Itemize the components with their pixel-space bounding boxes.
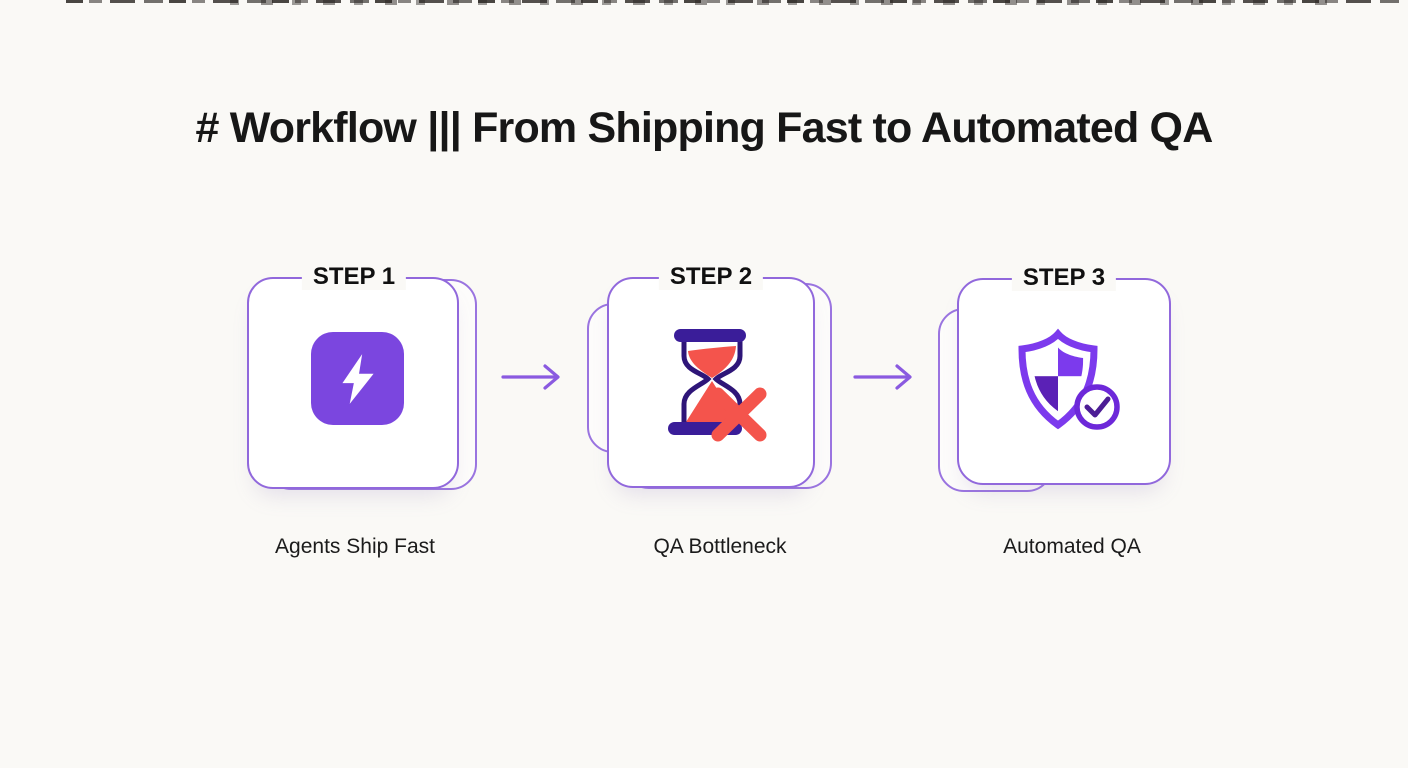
x-mark-icon [711, 387, 767, 442]
arrow-right-icon [501, 364, 560, 390]
hourglass-failure-icon [668, 329, 767, 442]
check-badge-circle [1074, 384, 1120, 430]
check-mark-icon [1084, 396, 1111, 418]
lightning-bolt-glyph [341, 353, 374, 404]
shield-check-icon [1018, 328, 1120, 430]
arrow-right-icon [853, 364, 912, 390]
top-edge-cropped-text-artifact-2 [230, 0, 1330, 5]
step-1-caption: Agents Ship Fast [275, 535, 435, 558]
step-2-caption: QA Bottleneck [653, 535, 787, 558]
step-3-label: STEP 3 [1011, 264, 1117, 291]
step-1-label: STEP 1 [301, 263, 407, 290]
page-title: # Workflow ||| From Shipping Fast to Aut… [195, 104, 1214, 152]
lightning-bolt-icon [311, 332, 404, 425]
step-2-label: STEP 2 [658, 263, 764, 290]
step-3-caption: Automated QA [1003, 535, 1141, 558]
step-2-card [607, 277, 815, 488]
